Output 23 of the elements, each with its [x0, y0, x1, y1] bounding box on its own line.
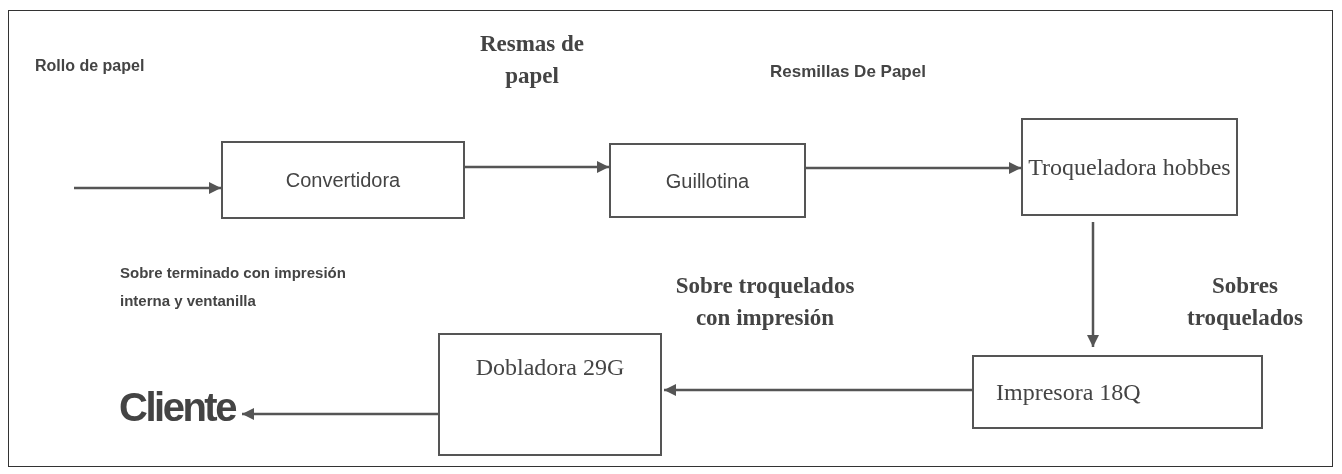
box-label: Dobladora 29G	[475, 353, 625, 382]
box-label: Convertidora	[285, 168, 401, 193]
process-box	[972, 355, 1263, 429]
arrow	[664, 384, 972, 396]
process-box	[221, 141, 465, 219]
flow-label: Sobres troquelados	[1186, 272, 1304, 332]
flow-label: Resmas de papel	[478, 30, 586, 90]
arrow	[1087, 222, 1099, 347]
flow-label: Resmillas De Papel	[770, 61, 927, 83]
arrow	[806, 162, 1021, 174]
flow-label: Rollo de papel	[35, 56, 146, 76]
end-label: Cliente	[114, 382, 240, 432]
box-label: Impresora 18Q	[996, 378, 1141, 407]
process-box	[438, 333, 662, 456]
arrow	[74, 182, 221, 194]
process-box	[1021, 118, 1238, 216]
flow-label: Sobre terminado con impresión interna y ventanilla	[120, 263, 347, 311]
box-label: Troqueladora hobbes	[1028, 153, 1231, 182]
box-label: Guillotina	[665, 168, 750, 194]
arrow	[242, 408, 438, 420]
process-box	[609, 143, 806, 218]
flow-label: Sobre troquelados con impresión	[674, 272, 856, 332]
arrow	[465, 161, 609, 173]
